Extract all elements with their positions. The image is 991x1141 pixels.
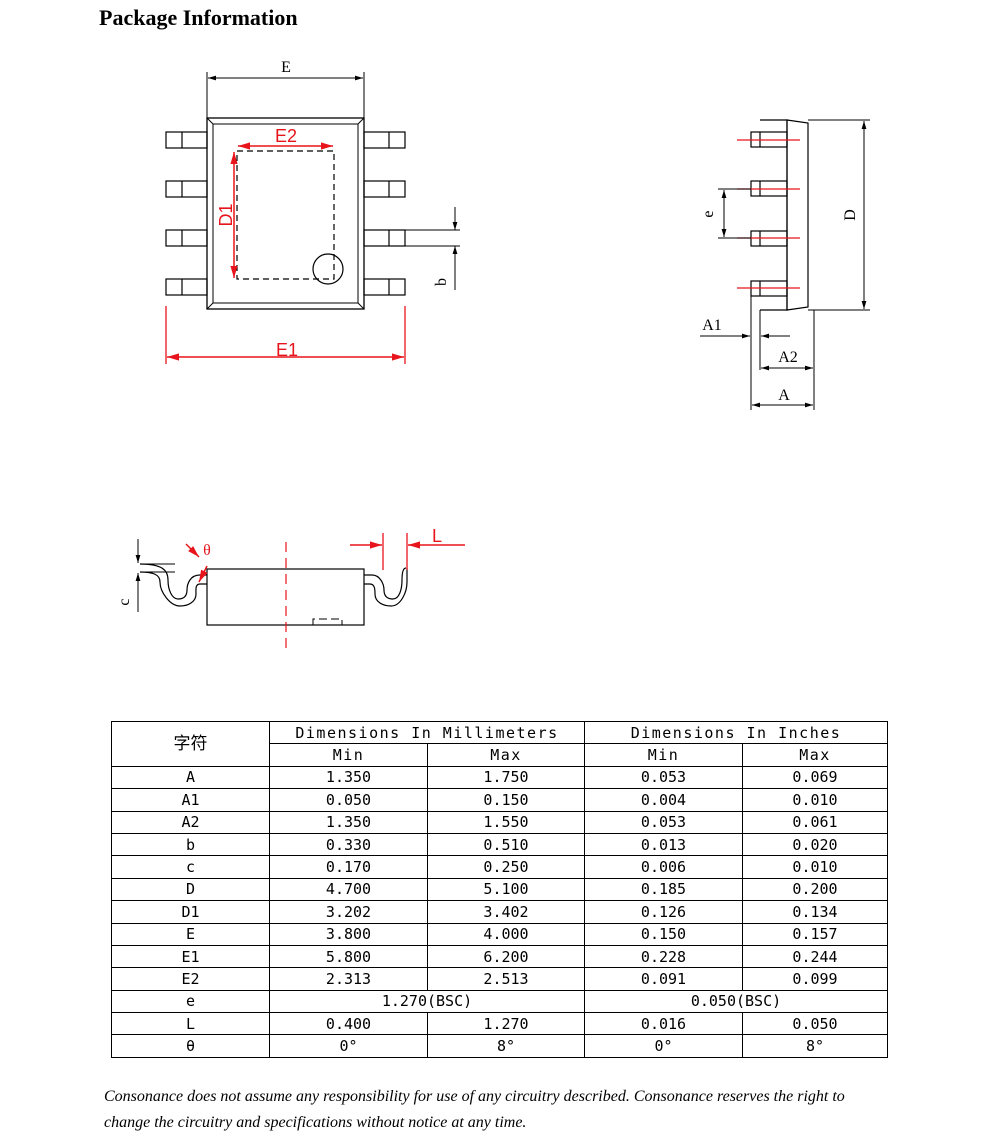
dim-label-D1: D1 [216,203,236,226]
dim-label-E2: E2 [275,126,297,146]
right-leads [363,131,406,296]
in-max-header: Max [742,743,888,767]
dim-label-A2: A2 [778,349,798,366]
dimensions-table: 字符 Dimensions In Millimeters Dimensions … [111,720,888,1058]
dim-label-c: c [116,598,133,605]
top-view-drawing: E E2 D1 b E1 e [116,59,870,650]
dim-label-b: b [433,278,450,286]
dim-label-theta: θ [203,542,211,559]
dim-label-A: A [778,387,790,404]
front-view-drawing: θ L c [116,526,465,650]
symbol-header: 字符 [111,721,270,767]
page-title: Package Information [99,5,298,30]
dim-label-A1: A1 [702,317,722,334]
exposed-pad-outline [236,150,335,280]
dim-label-E1: E1 [276,340,298,360]
dim-label-L: L [432,526,442,546]
dim-label-e: e [700,210,717,217]
side-view-drawing: e D A1 A2 A [700,119,870,410]
in-min-header: Min [584,743,743,767]
in-header: Dimensions In Inches [584,720,888,745]
package-body-inner [212,123,359,304]
disclaimer-text: Consonance does not assume any responsib… [104,1088,845,1131]
dim-label-E: E [281,59,291,76]
mm-header: Dimensions In Millimeters [269,720,585,745]
mm-max-header: Max [427,743,585,767]
left-leads [165,131,208,296]
package-body-outer [206,117,365,310]
dim-label-D: D [842,209,859,221]
pin1-marker [312,253,344,285]
mm-min-header: Min [269,743,428,767]
